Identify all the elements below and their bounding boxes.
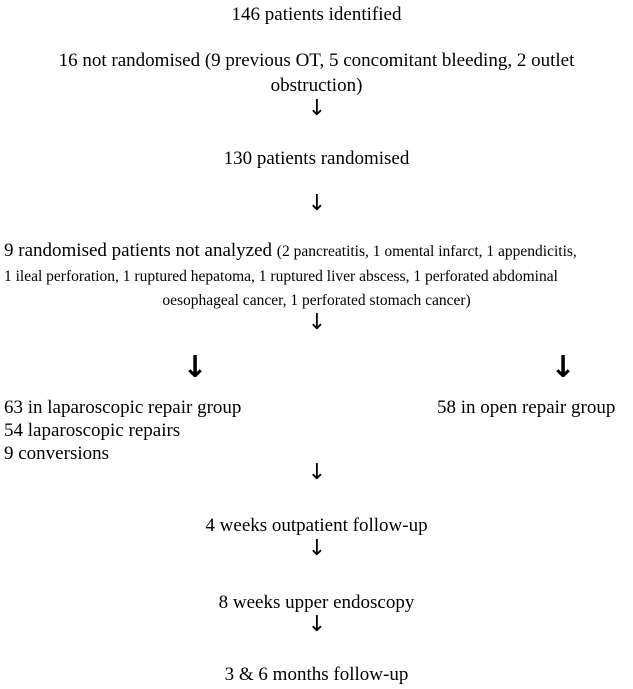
- not-randomised-line1: 16 not randomised (9 previous OT, 5 conc…: [58, 50, 575, 71]
- patients-randomised: 130 patients randomised: [223, 148, 410, 169]
- lap-repairs: 54 laparoscopic repairs: [4, 420, 181, 441]
- arrow-down-icon: ↓: [307, 191, 327, 216]
- not-analyzed-detail3: oesophageal cancer, 1 perforated stomach…: [162, 292, 471, 309]
- arrow-down-icon: ↓: [307, 536, 327, 561]
- patients-identified: 146 patients identified: [231, 4, 402, 25]
- not-analyzed-line1: 9 randomised patients not analyzed (2 pa…: [4, 240, 577, 263]
- lap-conversions: 9 conversions: [4, 443, 110, 464]
- not-analyzed-detail1: (2 pancreatitis, 1 omental infarct, 1 ap…: [276, 243, 577, 260]
- followup-3-6-months: 3 & 6 months follow-up: [224, 664, 409, 685]
- arrow-down-icon: ↓: [307, 96, 327, 121]
- arrow-down-icon: ↓: [307, 612, 327, 637]
- endoscopy-8-weeks: 8 weeks upper endoscopy: [218, 592, 415, 613]
- lap-group: 63 in laparoscopic repair group: [4, 397, 242, 418]
- followup-4-weeks: 4 weeks outpatient follow-up: [205, 515, 428, 536]
- arrow-down-icon: ↓: [182, 350, 208, 385]
- arrow-down-icon: ↓: [307, 310, 327, 335]
- not-analyzed-detail2: 1 ileal perforation, 1 ruptured hepatoma…: [4, 268, 558, 285]
- arrow-down-icon: ↓: [550, 350, 576, 385]
- arrow-down-icon: ↓: [307, 460, 327, 485]
- not-randomised-line2: obstruction): [270, 75, 363, 96]
- open-group: 58 in open repair group: [437, 397, 616, 418]
- not-analyzed-head: 9 randomised patients not analyzed: [4, 240, 273, 261]
